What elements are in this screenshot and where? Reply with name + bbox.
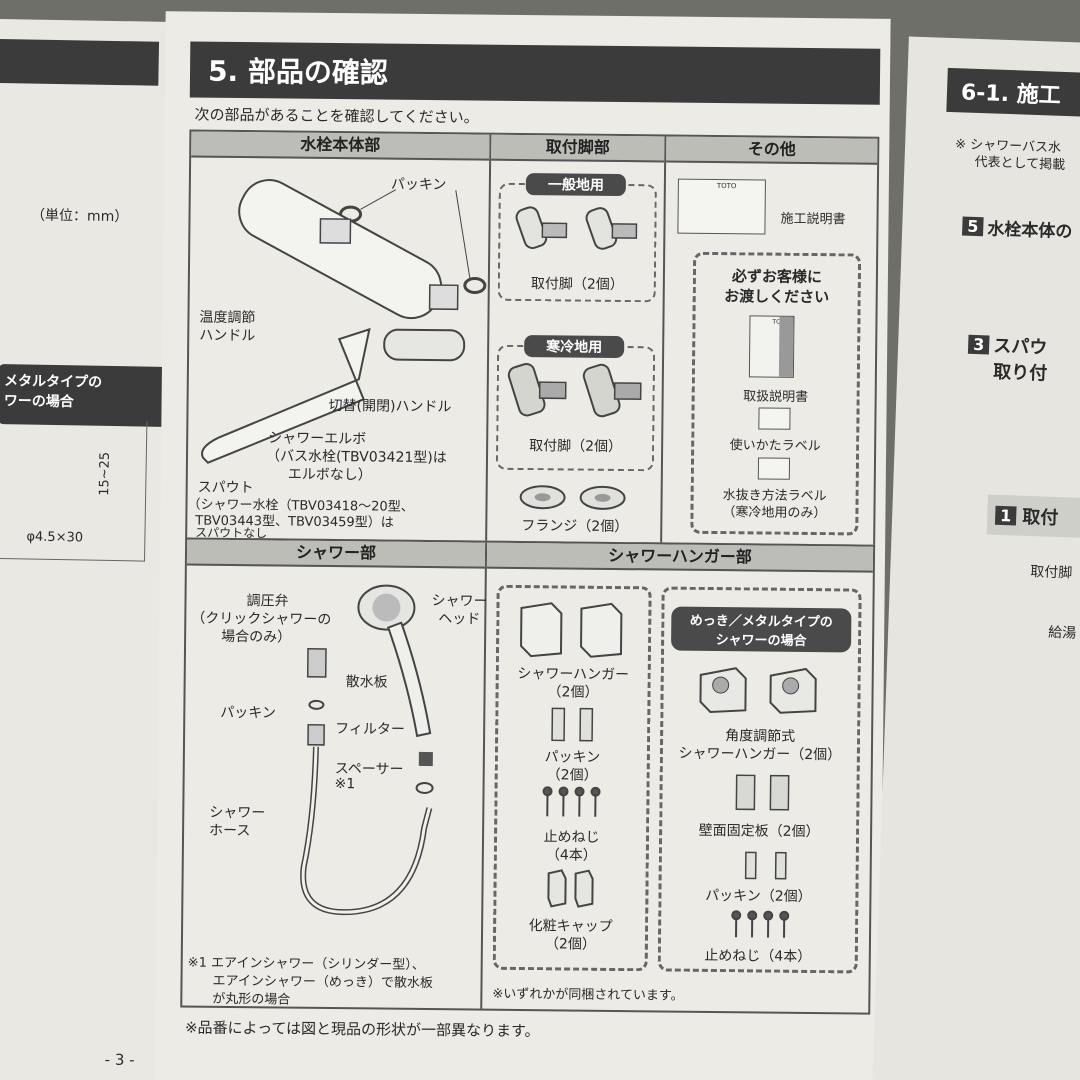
shower-note-3: が丸形の場合 <box>212 991 291 1008</box>
left-page: （単位：mm） メタルタイプの ワーの場合 15~25 φ4.5×30 <box>0 18 180 1080</box>
unit-label: （単位：mm） <box>30 207 129 226</box>
install-manual-label: 施工説明書 <box>780 211 846 228</box>
other-header: その他 <box>666 136 878 165</box>
hanger-illustration <box>520 602 623 658</box>
screw-illustration <box>542 786 601 817</box>
plated-screw-label: 止めねじ（4本） <box>704 947 812 966</box>
angle-hanger-illustration <box>699 667 817 714</box>
hanger-header: シャワーハンガー部 <box>486 542 874 573</box>
right-page-title: 6-1. 施工 <box>946 67 1080 119</box>
faucet-section: 水栓本体部 パッキン 温度調節 ハンドル 切替(開閉)ハンドル シャワーエルボ … <box>187 131 492 541</box>
right-fragment-2: 給湯 <box>1047 624 1077 642</box>
step-3-number: 3 <box>967 334 990 354</box>
left-page-header-bar <box>0 38 160 86</box>
customer-label-2: お渡しください <box>724 287 830 307</box>
right-step-5: 5 水栓本体の <box>962 213 1073 242</box>
intro-text: 次の部品があることを確認してください。 <box>194 105 479 127</box>
step-5-number: 5 <box>962 216 984 237</box>
legs-header: 取付脚部 <box>491 134 665 163</box>
general-leg-illustration <box>515 206 638 250</box>
main-page: 5. 部品の確認 次の部品があることを確認してください。 水栓本体部 パッキン … <box>105 11 891 1080</box>
flange-illustration <box>519 485 626 510</box>
step-1-text: 取付 <box>1021 506 1059 529</box>
hanger-packing-label-2: （2個） <box>546 767 598 784</box>
other-section: その他 TOTO 施工説明書 必ずお客様に お渡しください TOTO 取扱説明書… <box>662 136 878 544</box>
dim-15-25: 15~25 <box>97 451 113 496</box>
install-manual-icon: TOTO <box>677 178 766 235</box>
bottom-parts-grid: シャワー部 調圧弁 （クリックシャワーの 場合のみ） シャワー ヘッド 散水板 … <box>180 537 876 1015</box>
wall-plate-label: 壁面固定板（2個） <box>698 822 820 841</box>
right-note-2: 代表として掲載 <box>974 154 1066 174</box>
shower-illustration <box>300 584 434 916</box>
cap-illustration <box>547 869 594 908</box>
general-use-pill: 一般地用 <box>525 173 626 197</box>
dimension-diagram: 15~25 φ4.5×30 <box>0 418 148 562</box>
page-number: - 3 - <box>104 1050 135 1069</box>
dim-phi: φ4.5×30 <box>26 529 84 546</box>
temp-handle-label-2: ハンドル <box>199 327 256 345</box>
plated-label-2: シャワーの場合 <box>715 633 807 649</box>
cold-leg-illustration <box>507 363 642 418</box>
plated-screw-illustration <box>731 910 790 938</box>
drain-label-icon <box>757 457 791 480</box>
switch-handle-label: 切替(開閉)ハンドル <box>328 397 452 416</box>
either-note: ※いずれかが同梱されています。 <box>492 986 684 1004</box>
plated-packing-label: パッキン（2個） <box>705 887 812 906</box>
user-manual-icon: TOTO <box>748 315 795 378</box>
top-parts-grid: 水栓本体部 パッキン 温度調節 ハンドル 切替(開閉)ハンドル シャワーエルボ … <box>185 129 880 547</box>
shower-header: シャワー部 <box>186 539 486 569</box>
right-fragment-1: 取付脚 <box>1030 564 1073 582</box>
elbow-label-3: エルボなし） <box>287 466 372 484</box>
step-3-text-2: 取り付 <box>992 361 1048 385</box>
drain-label-text-2: （寒冷地用のみ） <box>722 505 827 522</box>
plated-label-1: めっき／メタルタイプの <box>689 613 833 631</box>
cap-label-2: （2個） <box>544 936 596 953</box>
general-leg-label: 取付脚（2個） <box>530 276 624 294</box>
shower-section: シャワー部 調圧弁 （クリックシャワーの 場合のみ） シャワー ヘッド 散水板 … <box>182 539 488 1009</box>
faucet-header: 水栓本体部 <box>191 131 490 161</box>
hanger-label-2: （2個） <box>547 684 599 701</box>
legs-section: 取付脚部 一般地用 取付脚（2個） 寒冷地用 取付脚（2個） <box>487 134 667 543</box>
right-page: 6-1. 施工 ※ シャワーバス水 代表として掲載 5 水栓本体の 3 スパウ … <box>871 36 1080 1080</box>
section-title: 5. 部品の確認 <box>189 41 881 105</box>
right-step-3: 3 スパウ 取り付 <box>967 331 1049 386</box>
step-3-text-1: スパウ <box>992 335 1048 359</box>
step-1-number: 1 <box>994 505 1017 526</box>
cold-leg-label: 取付脚（2個） <box>529 438 623 456</box>
plated-type-pill: めっき／メタルタイプの シャワーの場合 <box>671 606 852 653</box>
right-step-1: 1 取付 <box>986 494 1080 542</box>
screw-label-2: （4本） <box>545 847 597 864</box>
angle-hanger-label-2: シャワーハンガー（2個） <box>678 745 842 764</box>
metal-type-banner: メタルタイプの ワーの場合 <box>0 363 169 427</box>
cold-use-pill: 寒冷地用 <box>524 335 625 359</box>
step-5-text: 水栓本体の <box>987 219 1073 243</box>
metal-type-label-2: ワーの場合 <box>3 393 74 411</box>
faucet-illustration <box>201 179 487 464</box>
install-manual-brand: TOTO <box>716 182 737 191</box>
usage-label-text: 使いかたラベル <box>729 438 821 455</box>
hanger-section: シャワーハンガー部 シャワーハンガー （2個） パッキン （2個） <box>482 542 874 1013</box>
usage-label-icon <box>758 407 791 430</box>
footnote: ※品番によっては図と現品の形状が一部異なります。 <box>184 1018 540 1041</box>
flange-label: フランジ（2個） <box>521 517 629 536</box>
hanger-packing-illustration <box>551 707 594 742</box>
metal-type-label-1: メタルタイプの <box>3 373 103 391</box>
plated-packing-illustration <box>744 851 787 880</box>
wall-plate-illustration <box>735 774 790 811</box>
user-manual-label: 取扱説明書 <box>743 389 809 405</box>
